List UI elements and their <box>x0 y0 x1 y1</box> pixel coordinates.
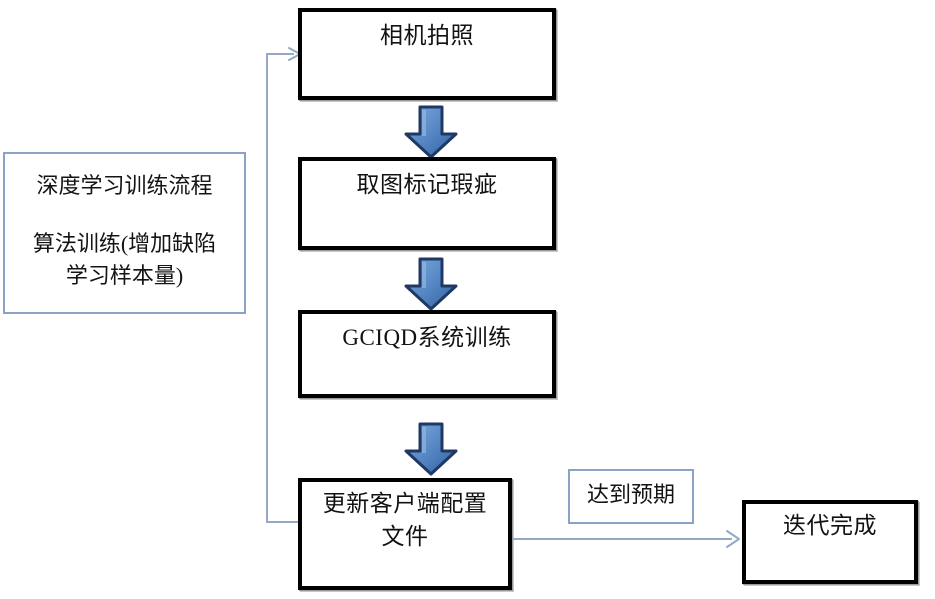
terminal-box-label: 迭代完成 <box>783 513 877 538</box>
down-arrow-step2-to-step3-icon <box>404 257 458 311</box>
success-path-arrowhead-icon <box>726 530 740 548</box>
process-box-step-2[interactable]: 取图标记瑕疵 <box>298 157 556 250</box>
feedback-line-bottom <box>266 521 302 523</box>
side-note-line-2: 算法训练(增加缺陷 <box>32 231 217 256</box>
process-box-step-4[interactable]: 更新客户端配置 文件 <box>298 478 512 590</box>
process-box-step-2-label: 取图标记瑕疵 <box>356 172 498 197</box>
condition-note-box: 达到预期 <box>568 469 694 524</box>
down-arrow-step3-to-step4-icon <box>404 422 458 476</box>
process-box-step-3[interactable]: GCIQD系统训练 <box>298 310 556 398</box>
feedback-line-top <box>266 53 294 55</box>
success-path-line <box>513 538 732 540</box>
condition-note-label: 达到预期 <box>586 482 675 507</box>
terminal-box[interactable]: 迭代完成 <box>742 500 918 584</box>
side-note-box: 深度学习训练流程 算法训练(增加缺陷 学习样本量) <box>3 152 246 314</box>
feedback-line-vertical <box>266 53 268 523</box>
side-note-line-3: 学习样本量) <box>65 263 184 288</box>
side-note-line-1: 深度学习训练流程 <box>36 173 213 198</box>
process-box-step-1-label: 相机拍照 <box>380 23 474 48</box>
down-arrow-step1-to-step2-icon <box>404 105 458 159</box>
process-box-step-1[interactable]: 相机拍照 <box>298 8 556 100</box>
process-box-step-3-label: GCIQD系统训练 <box>342 325 512 350</box>
process-box-step-4-label: 更新客户端配置 文件 <box>322 491 488 549</box>
